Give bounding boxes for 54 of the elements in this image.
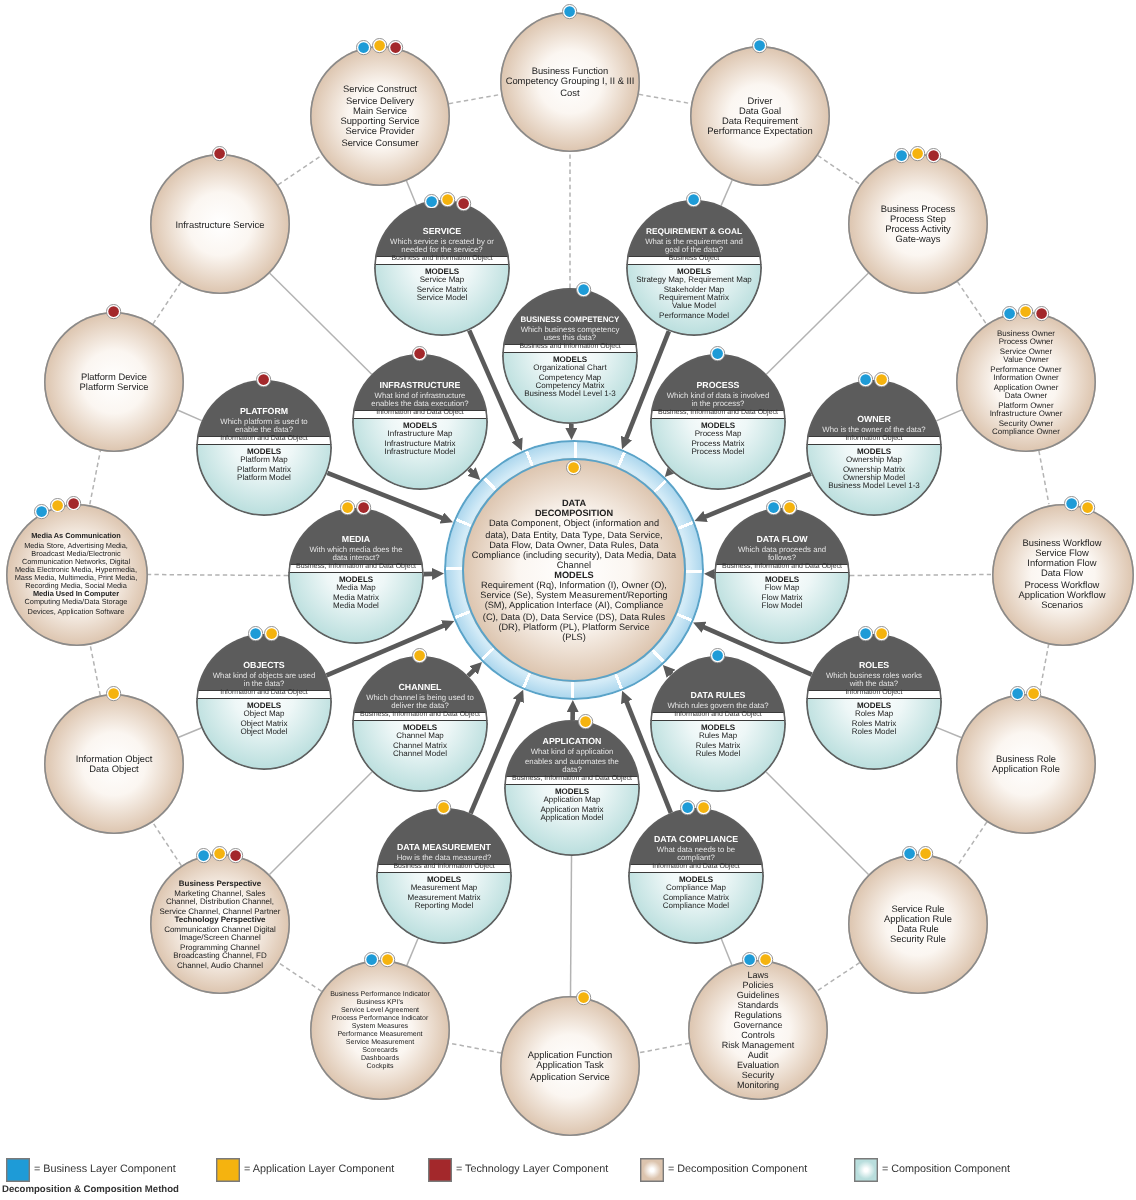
arrow xyxy=(693,621,813,677)
dashed-line xyxy=(849,573,992,577)
connector-line xyxy=(569,855,573,997)
arrow xyxy=(467,467,481,480)
dashed-line xyxy=(815,961,861,993)
dashed-line xyxy=(817,154,861,186)
arrow xyxy=(326,470,453,524)
connector-line xyxy=(720,938,733,966)
arrow xyxy=(566,700,579,720)
arrow xyxy=(704,568,717,581)
dashed-line xyxy=(448,1042,502,1054)
dashed-line xyxy=(151,821,183,867)
dashed-line xyxy=(277,154,323,186)
dashed-line xyxy=(956,281,988,325)
composition-circle xyxy=(352,354,488,490)
connector-line xyxy=(765,272,869,375)
composition-circle xyxy=(502,288,638,424)
dashed-line xyxy=(1038,643,1050,696)
connector-line xyxy=(406,938,419,967)
dashed-line xyxy=(956,821,988,867)
arrow xyxy=(565,423,578,440)
connector-line xyxy=(765,771,870,876)
arrow xyxy=(468,689,524,815)
arrow xyxy=(694,471,812,523)
arrow xyxy=(662,665,676,678)
composition-circle xyxy=(714,508,850,644)
connector-line xyxy=(268,771,373,876)
dashed-line xyxy=(638,93,692,105)
connector-line xyxy=(935,409,963,422)
composition-circle xyxy=(504,720,640,856)
dashed-line xyxy=(89,449,102,506)
arrow xyxy=(664,464,678,477)
dashed-line xyxy=(569,151,571,289)
arrow xyxy=(325,620,455,678)
connector-line xyxy=(177,409,203,422)
connector-line xyxy=(720,179,733,207)
composition-circle xyxy=(352,656,488,792)
dashed-line xyxy=(277,961,323,993)
arrow xyxy=(466,661,483,678)
dashed-line xyxy=(448,93,502,105)
connector-line xyxy=(269,272,373,375)
composition-circle xyxy=(650,354,786,490)
dashed-line xyxy=(89,642,102,697)
composition-circle xyxy=(650,656,786,792)
dashed-line xyxy=(1038,450,1050,505)
dashed-line xyxy=(152,281,182,325)
arrow xyxy=(423,567,444,580)
arrow xyxy=(621,690,673,814)
connector-line xyxy=(177,727,202,738)
dashed-line xyxy=(638,1042,690,1054)
composition-circle xyxy=(288,508,424,644)
dashed-line xyxy=(146,573,289,577)
connector-line xyxy=(936,726,962,739)
connector-line xyxy=(405,180,418,206)
